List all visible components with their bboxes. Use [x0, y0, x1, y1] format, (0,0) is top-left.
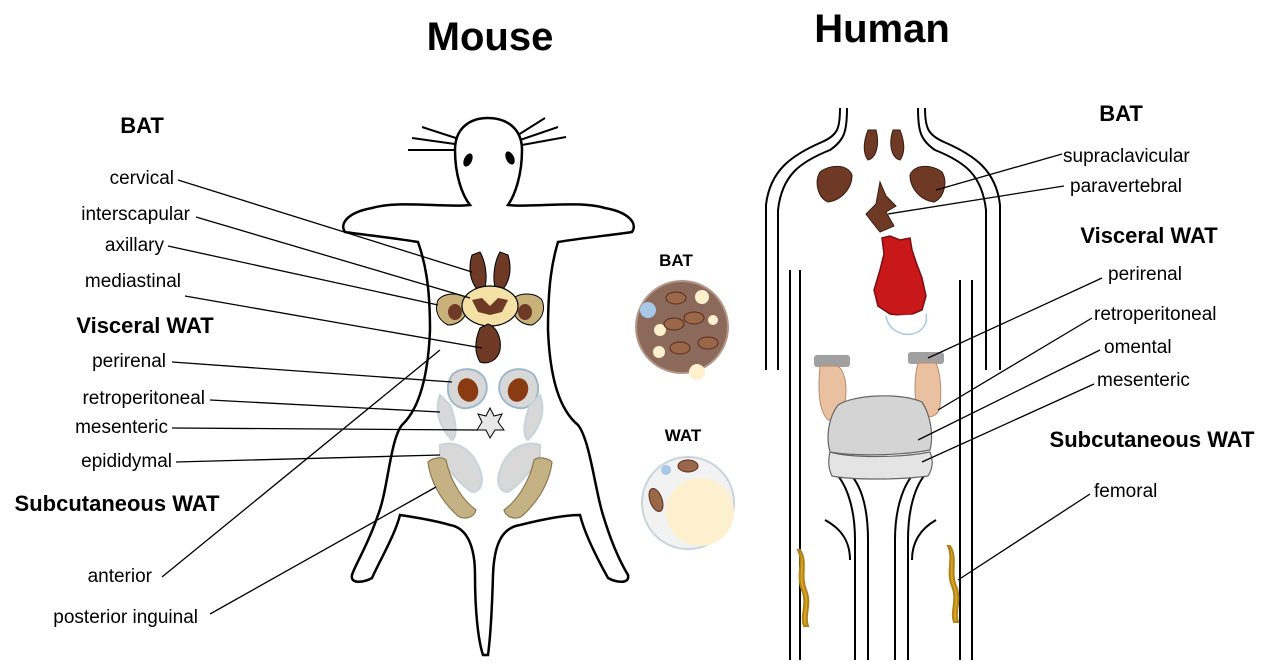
human-bat-header: BAT: [1099, 101, 1143, 126]
mouse-body-outline: [343, 118, 633, 655]
mouse-visceral-header: Visceral WAT: [76, 313, 214, 338]
human-heart: [874, 236, 926, 316]
human-label-omental: omental: [1104, 337, 1172, 358]
mouse-label-axillary: axillary: [105, 235, 165, 256]
human-supraclavicular-left: [817, 166, 852, 202]
mouse-axillary-core-left: [448, 304, 462, 320]
bat-lipid-droplet: [689, 364, 705, 380]
human-supraclavicular-right: [910, 166, 945, 202]
bat-lipid-droplet: [653, 346, 665, 358]
bat-inset-label: BAT: [659, 251, 693, 270]
human-femoral-right: [948, 546, 958, 622]
wat-lipid-droplet: [666, 478, 734, 546]
wat-nucleus: [661, 465, 671, 475]
mouse-subq-header: Subcutaneous WAT: [15, 491, 220, 516]
human-omental: [828, 396, 932, 455]
bat-lipid-droplet: [695, 290, 709, 304]
mouse-label-posterior-inguinal: posterior inguinal: [53, 607, 198, 628]
mouse-label-anterior: anterior: [88, 566, 153, 587]
human-label-perirenal: perirenal: [1108, 264, 1182, 285]
mouse-label-interscapular: interscapular: [81, 204, 190, 225]
human-label-supraclavicular: supraclavicular: [1063, 146, 1190, 167]
mouse-bat-header: BAT: [120, 113, 164, 138]
mouse-label-retroperitoneal: retroperitoneal: [82, 388, 205, 409]
wat-inset-label: WAT: [665, 426, 702, 445]
human-label-retroperitoneal: retroperitoneal: [1094, 304, 1217, 325]
mouse-label-epididymal: epididymal: [81, 451, 172, 472]
human-perirenal-cap-left: [814, 355, 850, 367]
mouse-title: Mouse: [427, 15, 554, 59]
human-pericardial-fat: [886, 314, 926, 334]
mouse-label-mediastinal: mediastinal: [85, 271, 181, 292]
human-visceral-header: Visceral WAT: [1080, 223, 1218, 248]
mouse-label-cervical: cervical: [110, 168, 174, 189]
bat-cell-inset: BAT: [636, 251, 728, 380]
wat-cell-inset: WAT: [642, 426, 734, 549]
human-label-mesenteric: mesenteric: [1097, 370, 1190, 391]
human-cervical-bat-right: [891, 130, 904, 160]
human-label-paravertebral: paravertebral: [1070, 176, 1182, 197]
mouse-label-mesenteric: mesenteric: [75, 417, 168, 438]
mouse-label-perirenal: perirenal: [92, 351, 166, 372]
human-mesenteric: [829, 452, 932, 479]
human-title: Human: [814, 7, 950, 51]
bat-lipid-droplet: [708, 315, 718, 325]
human-cervical-bat-left: [864, 130, 877, 160]
mouse-figure: [343, 118, 633, 655]
mouse-axillary-core-right: [518, 304, 532, 320]
bat-nucleus: [640, 302, 656, 318]
human-subq-header: Subcutaneous WAT: [1050, 427, 1255, 452]
human-label-femoral: femoral: [1094, 481, 1157, 502]
human-paravertebral: [866, 182, 896, 232]
